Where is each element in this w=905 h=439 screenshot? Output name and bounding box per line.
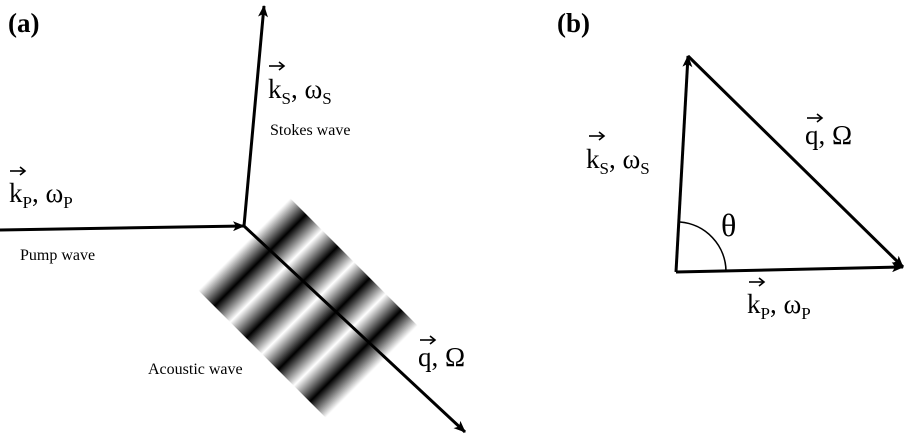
acoustic-wavevector-label-b: q, Ω [805, 113, 852, 150]
pump-wavevector-label-b: kP, ωP [747, 277, 811, 323]
acoustic-wave-vector-b [686, 54, 905, 269]
svg-text:kS, ωS: kS, ωS [586, 144, 650, 178]
stokes-wave-vector-b [674, 55, 693, 273]
acoustic-wave-caption: Acoustic wave [148, 361, 243, 378]
stokes-wave-caption: Stokes wave [270, 122, 350, 139]
pump-wave-vector-b [675, 262, 904, 274]
panel-b: (b) θ kS, ωS q, Ω kP, ωP [557, 8, 905, 323]
vector-arrow-head-icon [429, 335, 437, 345]
svg-text:q, Ω: q, Ω [418, 342, 465, 372]
acoustic-wave-grating [198, 198, 418, 418]
acoustic-wavevector-label-a: q, Ω [418, 335, 465, 372]
stokes-wavevector-label-b: kS, ωS [586, 131, 650, 178]
acoustic-wave-stripes [198, 198, 418, 418]
svg-text:kP, ωP: kP, ωP [747, 289, 811, 323]
angle-arc [679, 221, 727, 272]
panel-a-label: (a) [8, 8, 39, 38]
stokes-wave-vector [242, 5, 268, 227]
acoustic-wave-vector [242, 224, 467, 434]
vector-arrow-head-icon [278, 61, 286, 71]
vector-arrow-head-icon [598, 131, 606, 141]
svg-text:kP, ωP: kP, ωP [9, 178, 73, 212]
angle-theta-label: θ [721, 207, 736, 243]
panel-b-label: (b) [557, 8, 590, 38]
panel-a: (a) kS, ωS Stokes wave kP, ωP Pump wave [0, 5, 467, 434]
vector-arrow-head-icon [816, 113, 824, 123]
svg-text:q, Ω: q, Ω [805, 120, 852, 150]
vector-arrow-head-icon [758, 277, 766, 287]
pump-wavevector-label-a: kP, ωP [9, 166, 73, 212]
stokes-wavevector-label-a: kS, ωS [268, 61, 332, 108]
vector-arrow-head-icon [19, 166, 27, 176]
pump-wave-vector [0, 221, 245, 232]
svg-text:kS, ωS: kS, ωS [268, 74, 332, 108]
pump-wave-caption: Pump wave [20, 247, 95, 264]
